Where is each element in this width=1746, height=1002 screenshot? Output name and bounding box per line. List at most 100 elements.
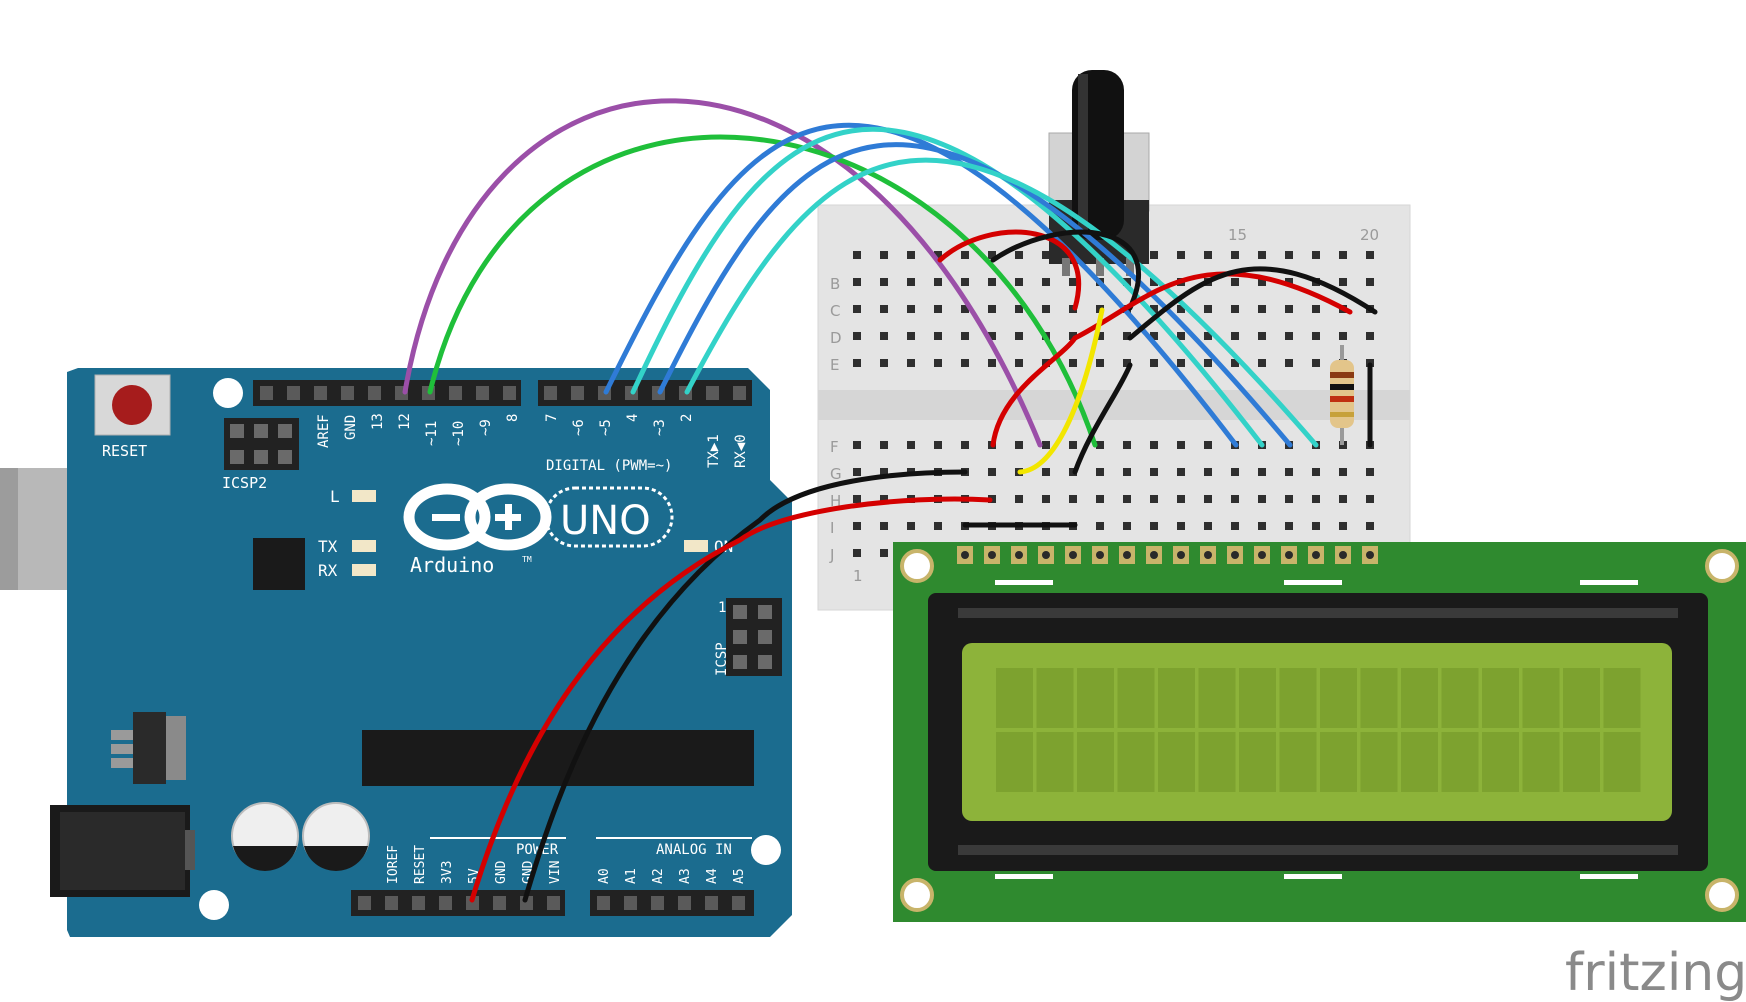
lcd-character-cell	[1522, 668, 1560, 728]
icsp-header	[726, 598, 782, 676]
row-label: E	[830, 356, 839, 374]
lcd-character-cell	[1198, 732, 1236, 792]
breadboard-hole	[1258, 305, 1266, 313]
breadboard-hole	[1312, 332, 1320, 340]
wire-red	[937, 229, 1082, 311]
lcd-character-cell	[1441, 732, 1479, 792]
breadboard-hole	[1258, 251, 1266, 259]
lcd-character-cell	[1036, 668, 1074, 728]
row-label: B	[830, 275, 840, 293]
mounting-hole	[900, 549, 934, 583]
svg-text:L: L	[330, 487, 340, 506]
breadboard-hole	[1177, 441, 1185, 449]
row-label: H	[830, 492, 841, 510]
resistor	[1330, 345, 1354, 445]
lcd-pin-hole	[1285, 551, 1293, 559]
lcd-pin-hole	[1123, 551, 1131, 559]
lcd-character-cell	[1603, 668, 1641, 728]
col-label: 1	[853, 567, 863, 585]
lcd-character-cell	[1077, 668, 1114, 728]
breadboard-hole	[988, 468, 996, 476]
led-tx: TX	[318, 537, 376, 556]
breadboard-hole	[1366, 251, 1374, 259]
breadboard-hole	[1258, 522, 1266, 530]
breadboard-hole	[1069, 495, 1077, 503]
breadboard-hole	[961, 441, 969, 449]
lcd-character-cell	[1482, 732, 1519, 792]
breadboard-hole	[1312, 305, 1320, 313]
svg-text:~10: ~10	[451, 421, 467, 446]
breadboard-hole	[880, 495, 888, 503]
usb-chip	[253, 538, 305, 590]
capacitor	[231, 802, 299, 871]
breadboard-hole	[1096, 359, 1104, 367]
wire-red	[1072, 271, 1353, 341]
breadboard-hole	[1096, 332, 1104, 340]
lcd-character-cell	[1198, 668, 1236, 728]
breadboard-hole	[1177, 332, 1185, 340]
breadboard-hole	[1042, 278, 1050, 286]
breadboard-hole	[1258, 468, 1266, 476]
breadboard-hole	[1150, 251, 1158, 259]
breadboard-hole	[880, 468, 888, 476]
svg-text:RX: RX	[318, 561, 338, 580]
mounting-hole	[213, 378, 243, 408]
breadboard-hole	[853, 359, 861, 367]
breadboard-hole	[853, 468, 861, 476]
breadboard-hole	[1015, 495, 1023, 503]
breadboard-hole	[961, 251, 969, 259]
mounting-hole	[751, 835, 781, 865]
lcd-pin-hole	[1339, 551, 1347, 559]
breadboard-hole	[1150, 332, 1158, 340]
breadboard-hole	[1204, 441, 1212, 449]
breadboard-hole	[1366, 468, 1374, 476]
breadboard-hole	[1312, 468, 1320, 476]
lcd-pin-hole	[1015, 551, 1023, 559]
breadboard-hole	[1339, 251, 1347, 259]
digital-pin-labels-2: 7 ~6 ~5 4 ~3 2 TX▶1 RX◀0	[544, 414, 749, 468]
row-label: D	[830, 329, 842, 347]
breadboard-hole	[1042, 305, 1050, 313]
breadboard-hole	[1069, 278, 1077, 286]
breadboard-hole	[1123, 332, 1131, 340]
svg-text:~11: ~11	[424, 421, 440, 446]
breadboard-hole	[1312, 522, 1320, 530]
breadboard-hole	[988, 251, 996, 259]
lcd-character-cell	[1239, 668, 1276, 728]
svg-text:~5: ~5	[598, 419, 614, 436]
breadboard-hole	[853, 332, 861, 340]
icsp2-label: ICSP2	[222, 474, 267, 492]
lcd-character-cell	[1077, 732, 1114, 792]
breadboard-hole	[1285, 522, 1293, 530]
breadboard-hole	[880, 549, 888, 557]
breadboard-hole	[1177, 468, 1185, 476]
reset-button[interactable]	[94, 374, 171, 436]
svg-text:A4: A4	[705, 868, 720, 884]
svg-text:2: 2	[679, 414, 695, 422]
breadboard-hole	[907, 278, 915, 286]
lcd-character-cell	[1117, 732, 1155, 792]
lcd-pin-hole	[1096, 551, 1104, 559]
lcd-character-cell	[1603, 732, 1641, 792]
svg-text:~6: ~6	[571, 419, 587, 436]
breadboard-hole	[1015, 251, 1023, 259]
svg-text:8: 8	[505, 414, 521, 422]
breadboard-hole	[1339, 522, 1347, 530]
lcd-character-cell	[1563, 732, 1600, 792]
breadboard-hole	[1177, 495, 1185, 503]
breadboard-hole	[1150, 441, 1158, 449]
breadboard-hole	[1015, 305, 1023, 313]
breadboard-hole	[1042, 468, 1050, 476]
breadboard-hole	[988, 305, 996, 313]
voltage-regulator	[111, 712, 186, 784]
svg-text:IOREF: IOREF	[386, 845, 401, 884]
breadboard-hole	[1231, 278, 1239, 286]
breadboard-hole	[1231, 522, 1239, 530]
breadboard-hole	[1204, 359, 1212, 367]
breadboard-hole	[1123, 359, 1131, 367]
col-label: 15	[1228, 226, 1247, 244]
jumper-wires	[402, 98, 1378, 903]
breadboard-hole	[880, 332, 888, 340]
breadboard-hole	[1123, 495, 1131, 503]
breadboard-hole	[1366, 522, 1374, 530]
